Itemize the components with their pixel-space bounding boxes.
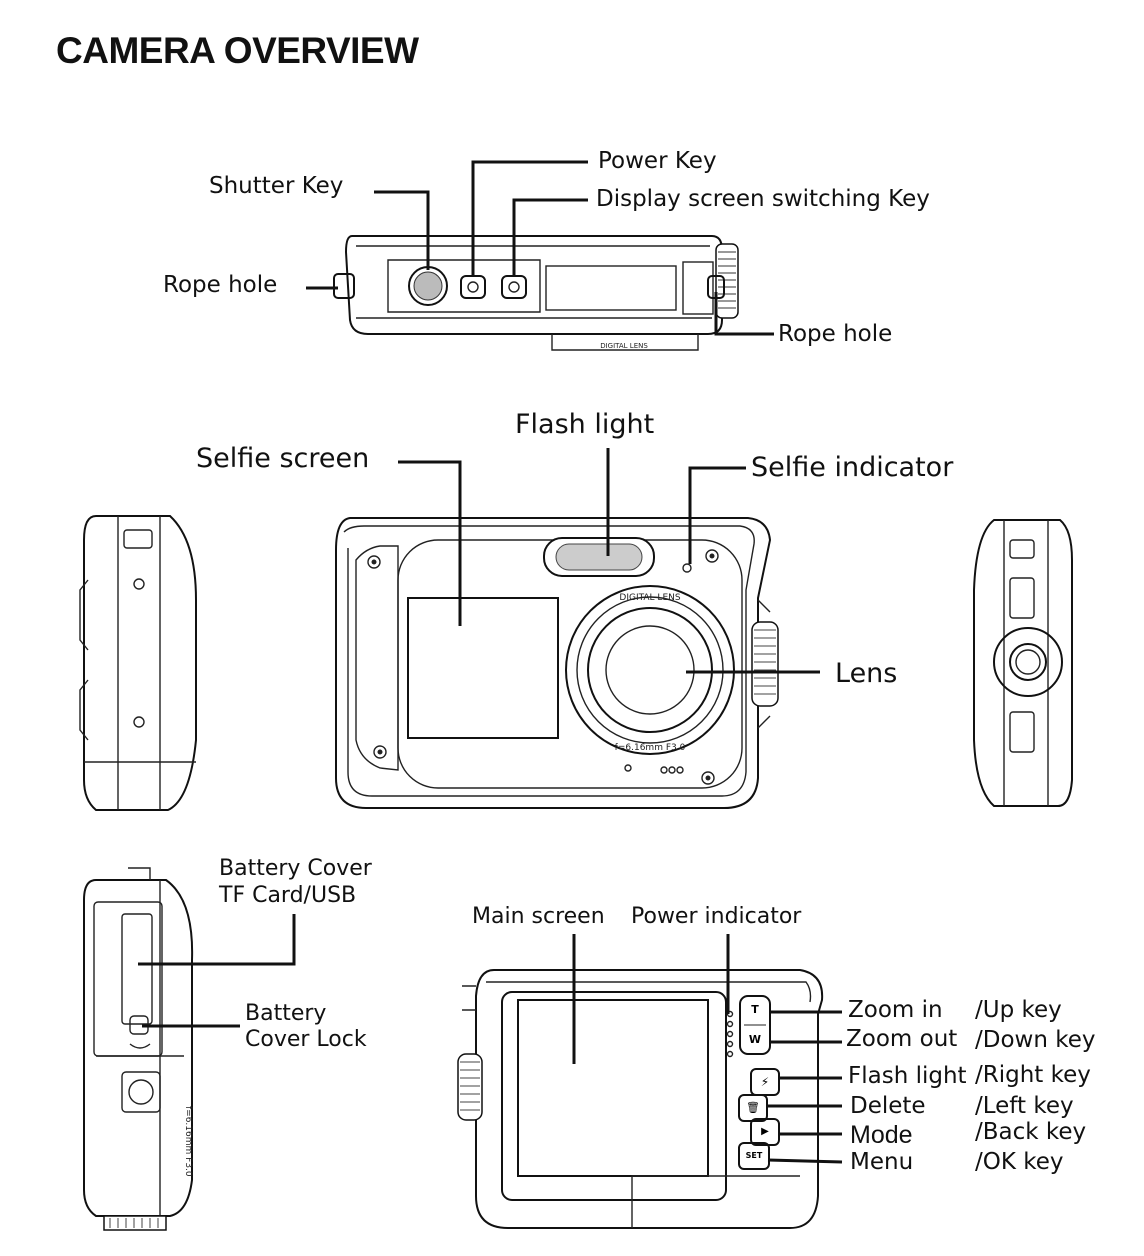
left-key-label: /Left key [975,1093,1074,1119]
front-lens-ring-top: DIGITAL LENS [619,593,680,603]
side-lens-print: f=6.16mm F3.0 [183,1106,193,1177]
selfie-indicator-label: Selfie indicator [751,452,954,483]
shutter-key-label: Shutter Key [209,173,344,199]
display-switch-key-label: Display screen switching Key [596,186,930,212]
set-key: SET [738,1142,770,1170]
ok-key-label: /OK key [975,1149,1064,1175]
flash-light-label: Flash light [515,409,655,440]
mode-label: Mode [850,1121,913,1149]
back-key-label: /Back key [975,1119,1087,1145]
set-glyph: SET [745,1151,763,1160]
zoom-in-glyph: T [751,1003,759,1016]
camera-front-view: DIGITAL LENS f=6.16mm F3.0 [335,448,820,809]
battery-lock-label-line2: Cover Lock [245,1027,367,1052]
flash-icon: ⚡ [760,1075,770,1089]
rope-hole-left-label: Rope hole [163,272,278,298]
flash-key: ⚡ [750,1068,780,1096]
zoom-out-label: Zoom out [846,1026,958,1052]
lens-label: Lens [835,658,898,689]
battery-lock-label-line1: Battery [245,1001,327,1026]
power-indicator-label: Power indicator [631,904,802,929]
up-key-label: /Up key [975,997,1062,1023]
rope-hole-right-label: Rope hole [778,321,893,347]
front-lens-ring-bottom: f=6.16mm F3.0 [615,743,686,753]
right-key-label: /Right key [975,1062,1091,1088]
zoom-in-label: Zoom in [848,997,943,1023]
delete-label: Delete [850,1093,926,1119]
camera-battery-side-view: f=6.16mm F3.0 [83,867,296,1231]
zoom-in-key: T [744,1000,766,1020]
top-lens-print: DIGITAL LENS [600,342,648,350]
flash-light-key-label: Flash light [848,1063,967,1089]
camera-back-view [457,934,824,1229]
selfie-screen-label: Selfie screen [196,443,370,474]
battery-cover-label-line1: Battery Cover [219,856,372,881]
menu-label: Menu [850,1149,914,1175]
down-key-label: /Down key [975,1027,1096,1053]
camera-left-side-view [79,515,197,811]
trash-icon: 🗑 [746,1101,760,1114]
page-title: CAMERA OVERVIEW [56,30,419,71]
main-screen-label: Main screen [472,904,605,929]
battery-cover-label-line2: TF Card/USB [219,883,357,908]
camera-right-side-view [973,519,1073,807]
zoom-out-glyph: W [748,1033,762,1046]
zoom-out-key: W [744,1030,766,1050]
power-key-label: Power Key [598,148,717,174]
play-icon: ▶ [761,1126,769,1137]
camera-top-view: DIGITAL LENS [306,160,774,351]
